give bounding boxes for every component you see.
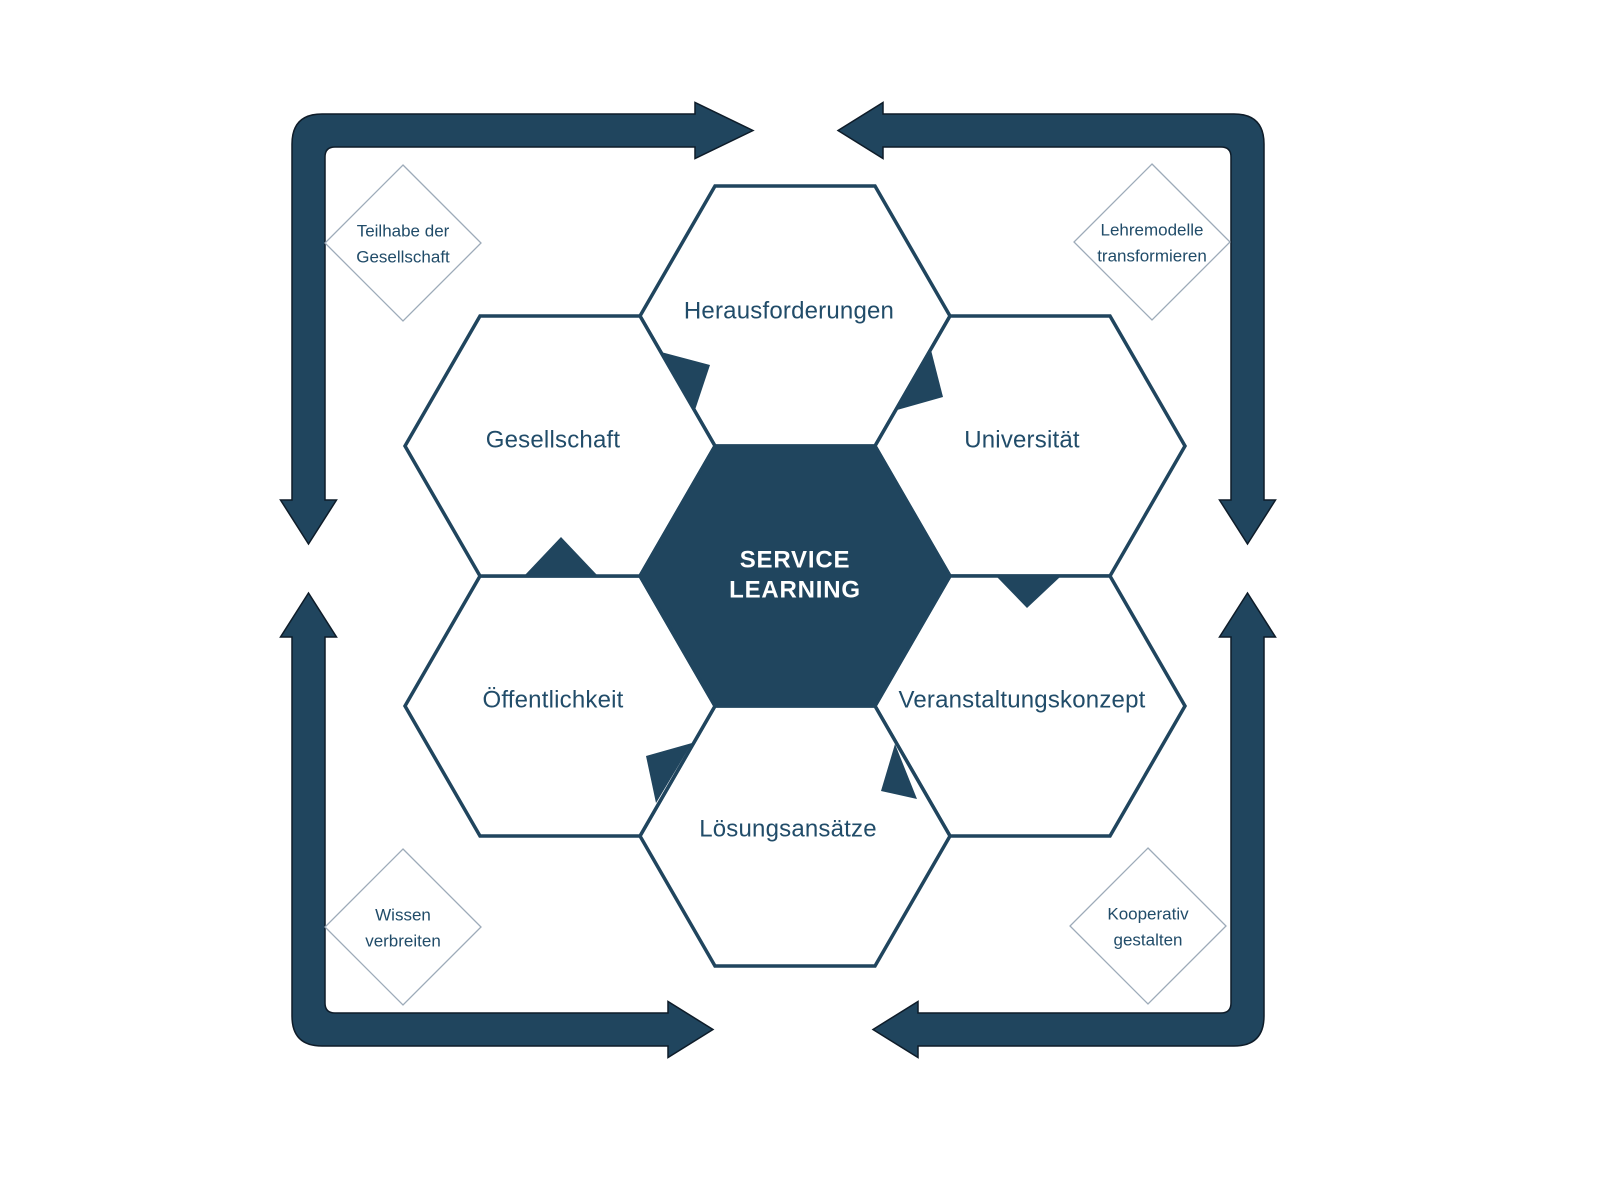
diamond-label-line1: Wissen [375,906,431,925]
diamond-lehremodelle-transformieren: Lehremodelle transformieren [1073,163,1231,321]
cycle-arrow-bottom-left [279,591,715,1059]
diamond-kooperativ-gestalten: Kooperativ gestalten [1069,847,1227,1005]
diamond-wissen-verbreiten: Wissen verbreiten [324,848,482,1006]
hexagon-label: Herausforderungen [684,298,894,325]
diamond-shape [1073,163,1231,321]
center-hexagon-service-learning: SERVICE LEARNING [637,444,953,708]
cycle-arrow-top-left [279,101,755,546]
hexagon-veranstaltungskonzept: Veranstaltungskonzept [872,574,1188,838]
diamond-shape [324,164,482,322]
diamond-teilhabe-der-gesellschaft: Teilhabe der Gesellschaft [324,164,482,322]
center-label-line1: SERVICE [740,547,851,574]
hexagon-label: Gesellschaft [486,427,621,454]
hexagon-universitaet: Universität [872,314,1188,578]
diamond-label-line2: transformieren [1097,247,1207,266]
triangle-gesellschaft-herausforderungen [661,352,710,410]
center-label-line2: LEARNING [729,577,861,604]
triangle-loesungsansaetze-veranstaltungskonzept [881,744,917,799]
diamond-label-line2: Gesellschaft [356,248,450,267]
cycle-arrow-top-right [836,101,1277,546]
hexagon-label: Öffentlichkeit [482,687,623,714]
hexagon-gesellschaft: Gesellschaft [402,314,718,578]
diamond-label-line2: verbreiten [365,932,441,951]
cycle-arrow-bottom-right [871,591,1277,1059]
diamond-label-line1: Teilhabe der [357,222,450,241]
center-hexagon-shape [637,444,953,708]
diamond-label-line1: Lehremodelle [1100,221,1203,240]
diamond-shape [1069,847,1227,1005]
triangle-gesellschaft-oeffentlichkeit [525,537,597,575]
triangle-herausforderungen-universitaet [897,350,943,410]
triangle-universitaet-veranstaltungskonzept [997,577,1060,608]
hexagon-label: Veranstaltungskonzept [898,687,1145,714]
diamond-label-line1: Kooperativ [1107,905,1189,924]
triangle-oeffentlichkeit-loesungsansaetze [646,743,692,803]
diamond-label-line2: gestalten [1114,931,1183,950]
diamond-shape [324,848,482,1006]
hexagon-label: Lösungsansätze [699,816,877,843]
hexagon-label: Universität [964,427,1080,454]
